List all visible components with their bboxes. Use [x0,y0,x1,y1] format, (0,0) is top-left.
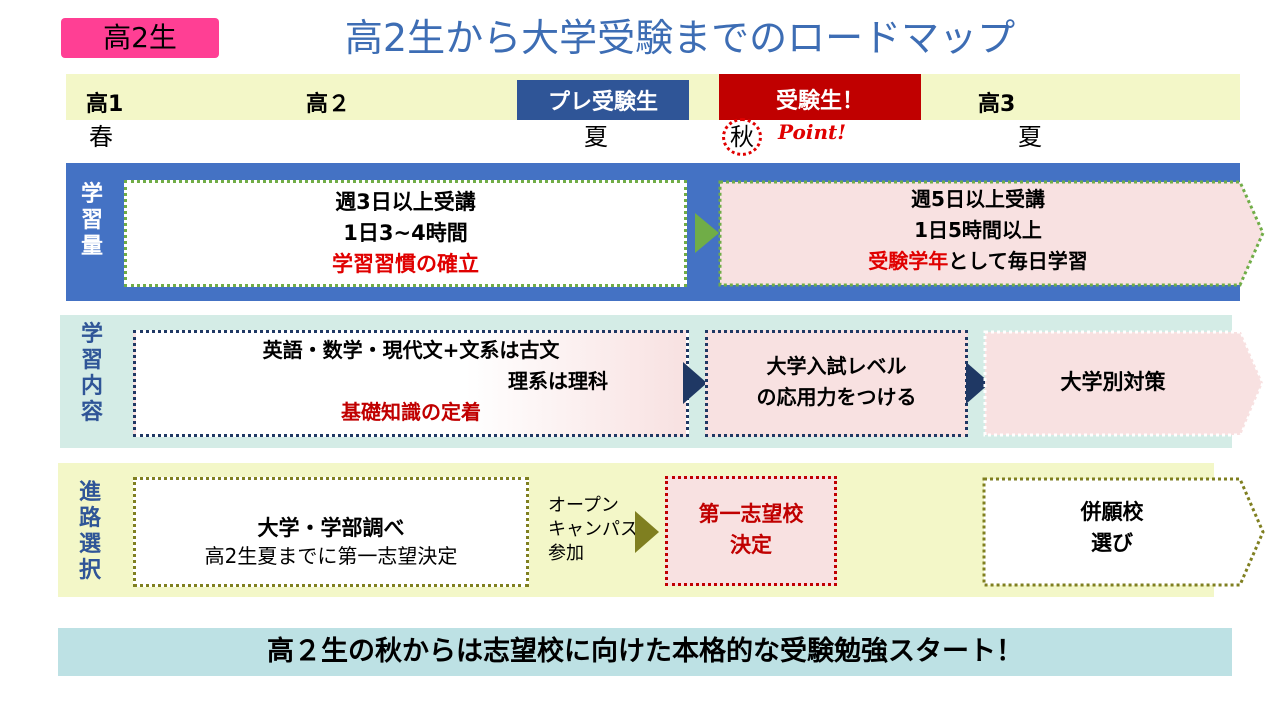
study-amount-box-exam [718,180,1265,287]
season-spring: 春 [89,123,113,151]
box-line: 理系は理科 [508,369,608,393]
box-line: 決定 [730,533,772,557]
box-line: 週5日以上受講 [911,187,1045,211]
study-amount-label: 学習量 [80,182,103,259]
autumn-highlight-circle [722,118,762,156]
career-box-research: 大学・学部調べ 高2生夏までに第一志望決定 [133,477,529,587]
box-line: 英語・数学・現代文+文系は古文 [262,338,560,362]
box-line: 選び [1091,531,1133,555]
point-annotation: Point! [778,120,846,144]
study-amount-box-grade2: 週3日以上受講 1日3~4時間 学習習慣の確立 [124,180,687,287]
box-line: 大学・学部調べ [257,516,405,540]
box-line: 受験学年として毎日学習 [718,246,1238,277]
page-title: 高2生から大学受験までのロードマップ [344,16,1016,60]
study-content-label: 学習内容 [80,322,103,425]
box-line: 併願校 [1080,500,1144,524]
grade-badge: 高2生 [61,18,219,58]
study-content-box-university [983,330,1265,437]
box-highlight: 学習習慣の確立 [332,252,479,276]
exam-label: 受験生！ [719,74,921,120]
season-summer: 夏 [584,123,608,151]
study-content-box-university-text: 大学別対策 [1060,370,1166,394]
season-summer-grade3: 夏 [1018,123,1042,151]
study-content-box-basic: 英語・数学・現代文+文系は古文 理系は理科 基礎知識の定着 [133,330,689,437]
note-line: キャンパス [548,519,638,540]
box-line: 高2生夏までに第一志望決定 [204,544,458,568]
arrow-right-icon [695,213,719,253]
box-line: 週3日以上受講 [335,190,476,214]
timeline-label-grade3: 高3 [978,92,1016,117]
career-box-backup-text: 併願校 選び [982,477,1242,559]
open-campus-note: オープン キャンパス 参加 [548,494,638,566]
box-line: 1日3~4時間 [343,221,468,245]
study-content-box-applied: 大学入試レベル の応用力をつける [705,330,968,437]
note-line: オープン [548,495,619,516]
timeline-label-grade2: 高２ [306,92,351,117]
pre-exam-label: プレ受験生 [517,80,689,120]
career-box-first-choice: 第一志望校 決定 [665,476,837,586]
box-line: 第一志望校 [698,502,804,526]
arrow-right-icon [683,362,707,404]
career-box-backup [982,477,1265,587]
box-line: の応用力をつける [756,385,917,409]
box-line: 1日5時間以上 [914,218,1042,242]
career-label: 進路選択 [78,480,101,583]
timeline-label-grade1: 高1 [86,92,124,117]
study-amount-box-exam-text: 週5日以上受講 1日5時間以上 受験学年として毎日学習 [718,180,1238,287]
box-tail: として毎日学習 [948,249,1088,273]
arrow-right-icon [966,362,990,404]
arrow-right-icon [635,511,659,553]
box-highlight: 受験学年 [868,249,949,273]
box-line: 大学入試レベル [766,354,907,378]
note-line: 参加 [548,543,584,564]
box-highlight: 基礎知識の定着 [341,400,481,424]
footer-message: 高２生の秋からは志望校に向けた本格的な受験勉強スタート！ [58,628,1232,676]
